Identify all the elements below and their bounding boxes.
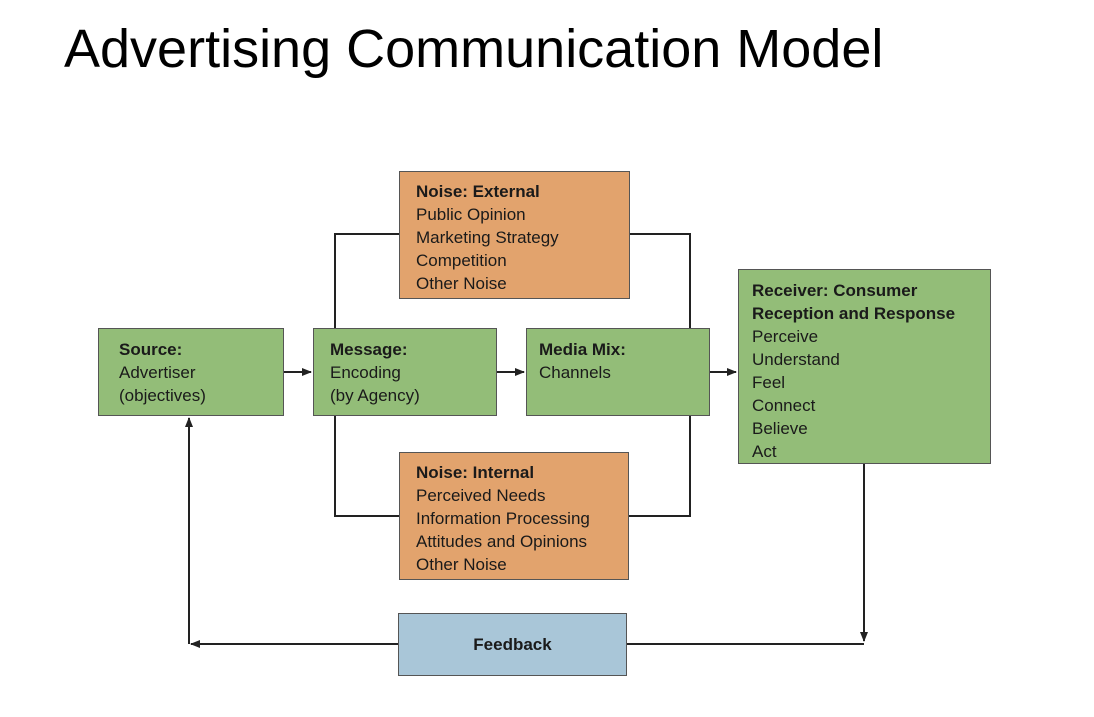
noise-internal-line: Attitudes and Opinions xyxy=(416,532,588,551)
noise-internal-line: Other Noise xyxy=(416,555,507,574)
receiver-heading: Receiver: Consumer xyxy=(752,281,918,300)
media-mix-heading: Media Mix: xyxy=(539,340,626,359)
message-line: Encoding xyxy=(330,363,401,382)
receiver-box: Receiver: Consumer Reception and Respons… xyxy=(738,269,991,464)
media-mix-box: Media Mix: Channels xyxy=(526,328,710,416)
noise-external-heading: Noise: External xyxy=(416,182,540,201)
message-box: Message: Encoding (by Agency) xyxy=(313,328,497,416)
source-line: (objectives) xyxy=(119,386,206,405)
receiver-line: Perceive xyxy=(752,327,819,346)
message-heading: Message: xyxy=(330,340,408,359)
message-line: (by Agency) xyxy=(330,386,420,405)
line-internal-noise-right xyxy=(629,416,691,517)
receiver-line: Feel xyxy=(752,373,786,392)
line-internal-noise-left xyxy=(334,416,399,517)
noise-external-line: Public Opinion xyxy=(416,205,526,224)
slide-title: Advertising Communication Model xyxy=(64,19,884,79)
receiver-subheading: Reception and Response xyxy=(752,304,956,323)
noise-internal-line: Information Processing xyxy=(416,509,590,528)
source-box: Source: Advertiser (objectives) xyxy=(98,328,284,416)
receiver-line: Understand xyxy=(752,350,840,369)
noise-internal-line: Perceived Needs xyxy=(416,486,546,505)
receiver-line: Act xyxy=(752,442,777,461)
line-external-noise-right xyxy=(630,233,691,328)
noise-internal-heading: Noise: Internal xyxy=(416,463,535,482)
line-external-noise-left xyxy=(334,233,399,328)
receiver-line: Believe xyxy=(752,419,808,438)
noise-external-line: Other Noise xyxy=(416,274,507,293)
receiver-line: Connect xyxy=(752,396,816,415)
feedback-box: Feedback xyxy=(398,613,627,676)
noise-external-line: Marketing Strategy xyxy=(416,228,559,247)
noise-internal-box: Noise: Internal Perceived Needs Informat… xyxy=(399,452,629,580)
feedback-heading: Feedback xyxy=(473,635,552,654)
noise-external-line: Competition xyxy=(416,251,507,270)
media-mix-line: Channels xyxy=(539,363,611,382)
source-heading: Source: xyxy=(119,340,183,359)
noise-external-box: Noise: External Public Opinion Marketing… xyxy=(399,171,630,299)
source-line: Advertiser xyxy=(119,363,196,382)
